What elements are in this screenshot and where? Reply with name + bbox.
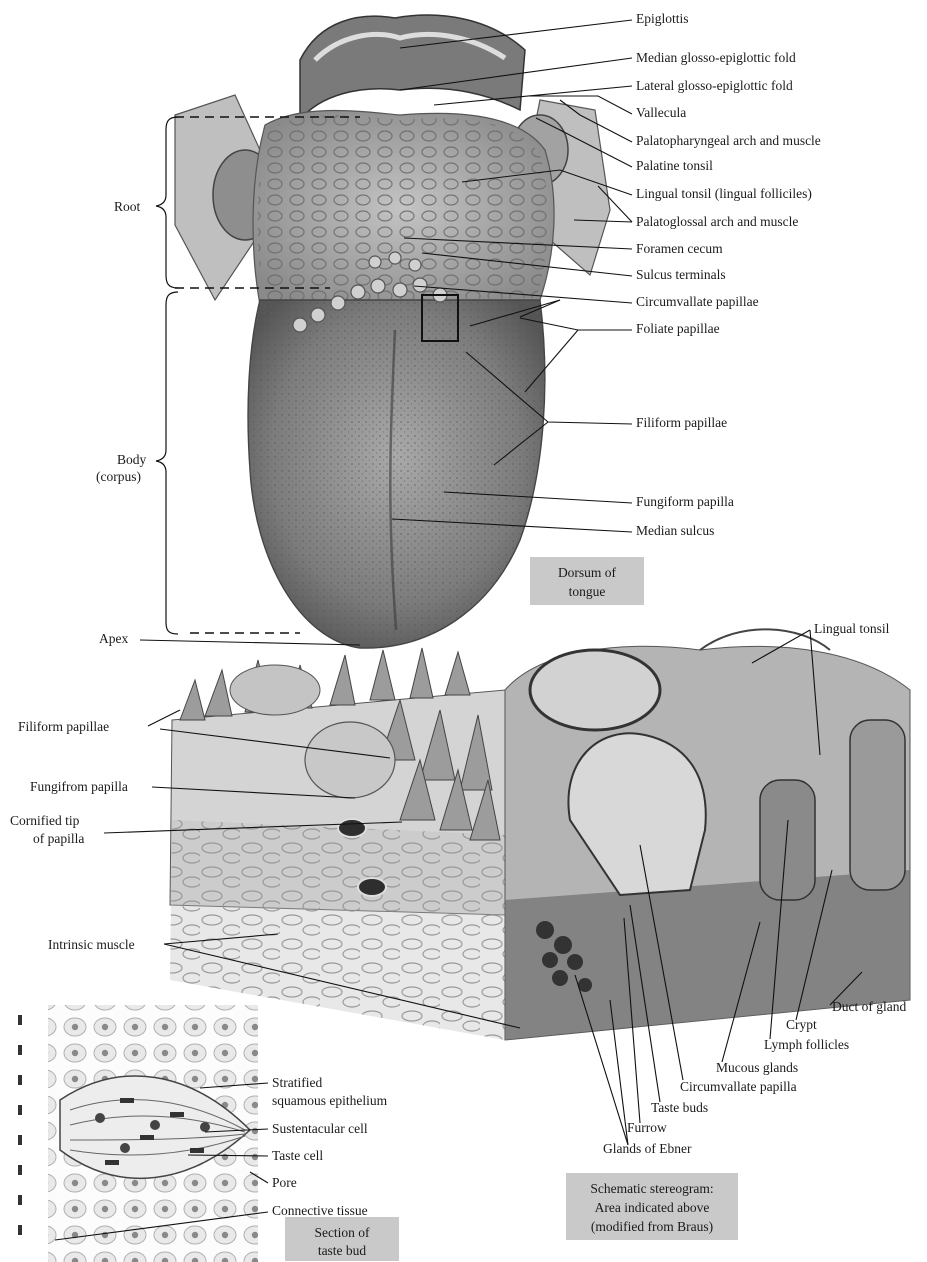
- label-duct-of-gland: Duct of gland: [832, 999, 906, 1014]
- label-fungifrom-papilla: Fungifrom papilla: [30, 779, 128, 794]
- label-median-sulcus: Median sulcus: [636, 523, 714, 538]
- label-lateral-fold: Lateral glosso-epiglottic fold: [636, 78, 793, 93]
- label-stratified-line2: squamous epithelium: [272, 1093, 388, 1108]
- label-filiform: Filiform papillae: [636, 415, 727, 430]
- epiglottis: [300, 15, 525, 120]
- label-glands-of-ebner: Glands of Ebner: [603, 1141, 692, 1156]
- label-circumvallate-papilla: Circumvallate papilla: [680, 1079, 797, 1094]
- label-foramen-cecum: Foramen cecum: [636, 241, 723, 256]
- dorsum-caption-line2: tongue: [569, 584, 606, 599]
- label-epiglottis: Epiglottis: [636, 11, 689, 26]
- label-apex: Apex: [99, 631, 128, 646]
- label-palatine-tonsil: Palatine tonsil: [636, 158, 713, 173]
- tongue-illustration: [175, 15, 610, 648]
- label-sustentacular: Sustentacular cell: [272, 1121, 368, 1136]
- stereogram-caption-line2: Area indicated above: [595, 1200, 710, 1215]
- taste-bud-caption-line2: taste bud: [318, 1243, 367, 1258]
- label-filiform-papillae: Filiform papillae: [18, 719, 109, 734]
- stereogram-caption: Schematic stereogram: Area indicated abo…: [566, 1173, 738, 1240]
- label-lingual-tonsil-follicles: Lingual tonsil (lingual folliciles): [636, 186, 812, 201]
- taste-bud-labels: Stratified squamous epithelium Sustentac…: [272, 1075, 388, 1218]
- label-median-fold: Median glosso-epiglottic fold: [636, 50, 796, 65]
- label-circumvallate: Circumvallate papillae: [636, 294, 759, 309]
- taste-bud-caption-line1: Section of: [314, 1225, 370, 1240]
- label-foliate: Foliate papillae: [636, 321, 720, 336]
- taste-bud-illustration: [18, 1005, 258, 1262]
- label-sulcus-terminals: Sulcus terminals: [636, 267, 726, 282]
- stereogram-caption-line1: Schematic stereogram:: [590, 1181, 713, 1196]
- label-taste-buds: Taste buds: [651, 1100, 708, 1115]
- label-crypt: Crypt: [786, 1017, 817, 1032]
- label-body-line1: Body: [117, 452, 147, 467]
- dorsum-caption-line1: Dorsum of: [558, 565, 617, 580]
- label-root: Root: [114, 199, 141, 214]
- circumvallate-disc-top: [530, 650, 660, 730]
- label-furrow: Furrow: [627, 1120, 667, 1135]
- stereogram-illustration: [170, 629, 910, 1040]
- label-palatoglossal: Palatoglossal arch and muscle: [636, 214, 798, 229]
- label-lymph-follicles: Lymph follicles: [764, 1037, 849, 1052]
- label-mucous-glands: Mucous glands: [716, 1060, 798, 1075]
- label-cornified-line1: Cornified tip: [10, 813, 80, 828]
- label-body-line2: (corpus): [96, 469, 141, 484]
- label-palatopharyngeal: Palatopharyngeal arch and muscle: [636, 133, 821, 148]
- fungiform-papilla-shape: [305, 722, 395, 798]
- label-vallecula: Vallecula: [636, 105, 686, 120]
- dorsum-caption: Dorsum of tongue: [530, 557, 644, 605]
- label-connective: Connective tissue: [272, 1203, 368, 1218]
- label-cornified-line2: of papilla: [33, 831, 84, 846]
- label-lingual-tonsil: Lingual tonsil: [814, 621, 890, 636]
- stereogram-caption-line3: (modified from Braus): [591, 1219, 713, 1234]
- label-taste-cell: Taste cell: [272, 1148, 323, 1163]
- label-fungiform: Fungiform papilla: [636, 494, 734, 509]
- label-pore: Pore: [272, 1175, 297, 1190]
- label-intrinsic-muscle: Intrinsic muscle: [48, 937, 135, 952]
- taste-bud-caption: Section of taste bud: [285, 1217, 399, 1261]
- label-stratified-line1: Stratified: [272, 1075, 322, 1090]
